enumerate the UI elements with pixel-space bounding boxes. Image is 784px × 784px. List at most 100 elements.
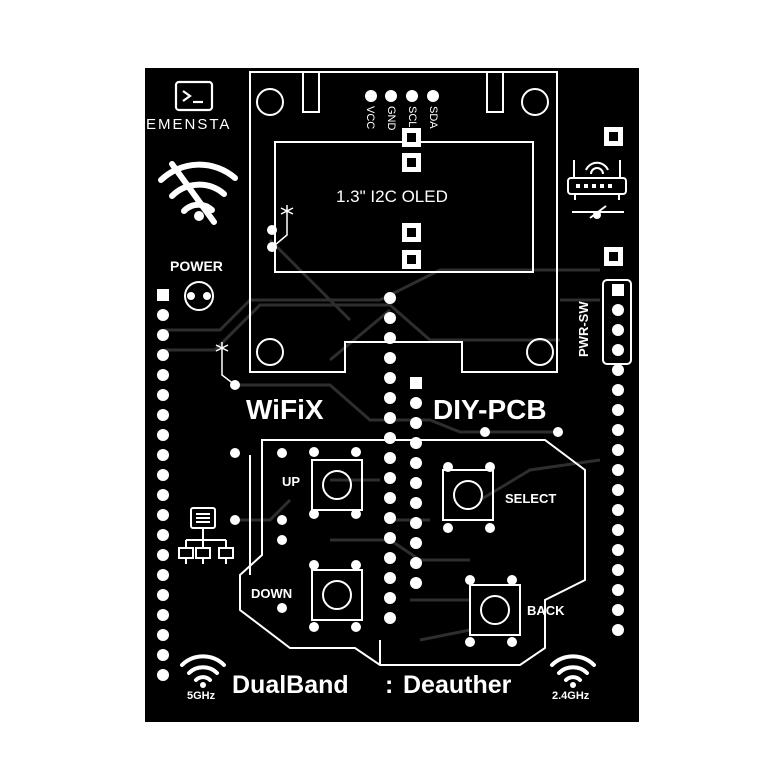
- oled-pin-vcc: VCC: [364, 106, 376, 130]
- down-button-label: DOWN: [251, 586, 293, 601]
- header-pin: [384, 412, 396, 424]
- oled-header-pins: [267, 90, 439, 269]
- select-switch[interactable]: [442, 469, 494, 521]
- button-pads: [309, 447, 517, 647]
- header-pin: [384, 452, 396, 464]
- wifi-icon: [550, 654, 596, 682]
- header-pin: [157, 469, 169, 481]
- header-pin: [410, 397, 422, 409]
- header-pin: [384, 532, 396, 544]
- header-pin: [410, 377, 422, 389]
- back-switch[interactable]: [469, 584, 521, 636]
- header-pin: [410, 497, 422, 509]
- header-pin: [612, 384, 624, 396]
- tactile-buttons: [311, 459, 521, 636]
- oled-pin-scl: SCL: [406, 106, 418, 128]
- back-button-label: BACK: [527, 603, 565, 618]
- header-pin: [384, 552, 396, 564]
- header-pin: [612, 524, 624, 536]
- header-pin: [157, 409, 169, 421]
- wifi-icon: [180, 654, 226, 682]
- network-icon: [178, 507, 234, 564]
- header-pin: [384, 372, 396, 384]
- header-pin: [384, 572, 396, 584]
- terminal-icon: [174, 80, 214, 112]
- header-pin: [157, 289, 169, 301]
- header-pin: [384, 592, 396, 604]
- down-switch[interactable]: [311, 569, 363, 621]
- header-pin: [612, 324, 624, 336]
- diy-pcb-label: DIY-PCB: [433, 394, 547, 425]
- header-pin: [384, 292, 396, 304]
- header-pin: [410, 417, 422, 429]
- header-pin: [157, 589, 169, 601]
- header-pin: [384, 312, 396, 324]
- header-pin: [157, 529, 169, 541]
- header-pin: [410, 537, 422, 549]
- header-pin: [612, 624, 624, 636]
- header-pin: [612, 284, 624, 296]
- oled-label: 1.3" I2C OLED: [336, 187, 448, 206]
- wifi-off-icon: [158, 161, 238, 225]
- header-pin: [157, 449, 169, 461]
- header-pin: [157, 569, 169, 581]
- oled-pin-gnd: GND: [385, 106, 397, 131]
- header-pin: [612, 404, 624, 416]
- header-pin: [410, 477, 422, 489]
- header-pin: [612, 584, 624, 596]
- star-marker-icon: [215, 205, 294, 354]
- header-pin: [410, 517, 422, 529]
- left-pin-header: [157, 289, 169, 681]
- header-pin: [612, 504, 624, 516]
- header-pin: [612, 344, 624, 356]
- header-pin: [612, 484, 624, 496]
- footer-separator: :: [385, 671, 394, 699]
- header-pin: [384, 492, 396, 504]
- band-24ghz-label: 2.4GHz: [552, 690, 590, 702]
- brand-name: EMENSTA: [146, 116, 232, 133]
- header-pin: [384, 472, 396, 484]
- header-pin: [384, 392, 396, 404]
- up-switch[interactable]: [311, 459, 363, 511]
- footer-deauther: Deauther: [403, 671, 512, 699]
- header-pin: [410, 457, 422, 469]
- header-pin: [157, 309, 169, 321]
- up-button-label: UP: [282, 474, 301, 489]
- middle-pin-header: [384, 292, 422, 624]
- band-5ghz-label: 5GHz: [187, 690, 216, 702]
- oled-pin-sda: SDA: [427, 106, 439, 129]
- header-pin: [612, 604, 624, 616]
- button-zone-outline: [239, 439, 586, 666]
- header-pin: [384, 432, 396, 444]
- header-pin: [157, 669, 169, 681]
- right-pin-header: [612, 284, 624, 636]
- header-pin: [612, 304, 624, 316]
- header-pin: [410, 577, 422, 589]
- header-pin: [410, 437, 422, 449]
- header-pin: [157, 629, 169, 641]
- header-pin: [612, 464, 624, 476]
- header-pin: [157, 509, 169, 521]
- header-pin: [612, 444, 624, 456]
- select-button-label: SELECT: [505, 491, 557, 506]
- header-pin: [157, 549, 169, 561]
- header-pin: [384, 512, 396, 524]
- header-pin: [384, 332, 396, 344]
- header-pin: [384, 612, 396, 624]
- oled-module: [249, 71, 558, 373]
- header-pin: [612, 544, 624, 556]
- header-pin: [157, 429, 169, 441]
- header-pin: [157, 329, 169, 341]
- header-pin: [157, 389, 169, 401]
- header-pin: [384, 352, 396, 364]
- wifix-label: WiFiX: [246, 394, 324, 425]
- header-pin: [157, 369, 169, 381]
- power-led: [184, 281, 214, 311]
- power-switch[interactable]: [602, 279, 632, 365]
- copper-traces: [165, 238, 601, 642]
- footer-dualband: DualBand: [232, 671, 349, 699]
- vias: [230, 127, 623, 613]
- header-pin: [612, 564, 624, 576]
- pwr-sw-label: PWR-SW: [576, 301, 591, 357]
